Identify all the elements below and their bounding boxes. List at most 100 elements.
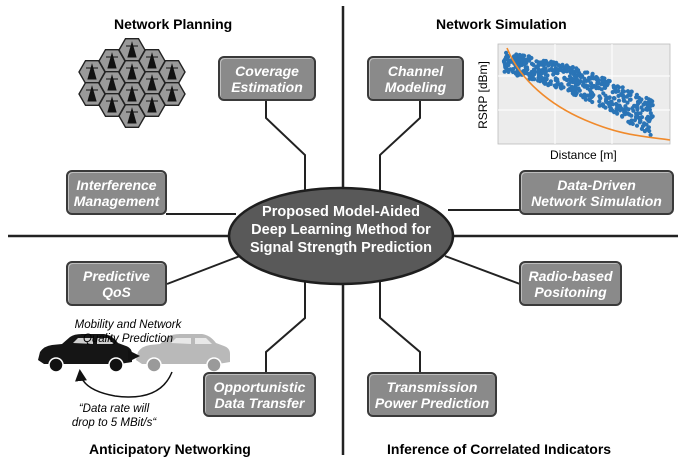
quadrant-title-anticipatory-networking: Anticipatory Networking (89, 441, 251, 457)
scatter-point (555, 71, 560, 76)
scatter-point (634, 95, 639, 100)
scatter-point (504, 50, 509, 55)
box-opportunistic-data-transfer: Opportunistic Data Transfer (203, 372, 316, 417)
scatter-point (578, 74, 583, 80)
scatter-point (594, 77, 600, 82)
scatter-point (532, 77, 537, 82)
scatter-point (617, 108, 623, 113)
fit-curve (506, 47, 671, 141)
scatter-point (518, 57, 523, 62)
quadrant-title-network-simulation: Network Simulation (436, 16, 567, 32)
antenna-tower-icon (126, 63, 138, 80)
scatter-point (542, 77, 548, 82)
scatter-point (629, 118, 634, 123)
scatter-point (644, 107, 649, 112)
box-channel-modeling: Channel Modeling (367, 56, 464, 101)
quote-note-line1: “Data rate will (78, 403, 150, 415)
antenna-tower-icon (146, 96, 158, 113)
antenna-tower-icon (86, 85, 98, 102)
quadrant-title-network-planning: Network Planning (114, 16, 233, 32)
quadrant-title-inference: Inference of Correlated Indicators (387, 441, 612, 457)
scatter-point (650, 99, 655, 104)
scatter-point (581, 82, 586, 88)
scatter-point (570, 65, 575, 70)
scatter-point (548, 60, 554, 65)
scatter-point (574, 69, 579, 74)
scatter-point (634, 123, 640, 128)
connector-coverage (265, 101, 306, 190)
grey-car-icon (136, 334, 230, 373)
scatter-point (646, 97, 652, 102)
scatter-point (634, 111, 639, 116)
scatter-point (588, 81, 594, 86)
scatter-point (543, 69, 548, 74)
scatter-point (625, 89, 631, 94)
scatter-point (542, 61, 548, 67)
scatter-point (623, 110, 628, 115)
scatter-point (643, 100, 648, 105)
box-interference-management: Interference Management (66, 170, 167, 215)
box-interference-line2: Management (73, 192, 160, 209)
scatter-point (576, 81, 582, 86)
scatter-point (648, 132, 653, 138)
scatter-point (536, 68, 541, 73)
scatter-point (588, 89, 594, 94)
box-transmission-line2: Power Prediction (374, 394, 490, 411)
scatter-point (566, 88, 571, 93)
box-transmission-power-prediction: Transmission Power Prediction (367, 372, 497, 417)
scatter-point (510, 69, 516, 75)
antenna-tower-icon (106, 96, 118, 113)
scatter-point (504, 57, 509, 62)
connector-transmission (379, 282, 421, 372)
scatter-point (620, 85, 625, 90)
scatter-point (555, 77, 560, 82)
center-line-3: Signal Strength Prediction (249, 240, 433, 256)
scatter-point (598, 96, 603, 101)
antenna-tower-icon (146, 74, 158, 91)
mobility-note-line1: Mobility and Network (74, 319, 182, 331)
scatter-point (626, 107, 631, 112)
black-car-icon (38, 334, 132, 373)
scatter-point (635, 107, 640, 112)
scatter-point (645, 127, 650, 132)
scatter-point (638, 118, 643, 123)
scatter-point (583, 70, 588, 75)
scatter-point (566, 82, 571, 87)
scatter-point (638, 111, 643, 116)
scatter-point (503, 63, 508, 68)
scatter-point (635, 99, 641, 104)
scatter-point (611, 83, 616, 88)
scatter-point (568, 79, 573, 84)
box-interference-line1: Interference (76, 176, 157, 193)
scatter-point (529, 55, 534, 61)
scatter-point (616, 85, 622, 90)
antenna-tower-icon (86, 63, 98, 80)
connectors (166, 101, 521, 372)
scatter-point (539, 60, 544, 65)
scatter-point (562, 76, 567, 81)
mobility-note-line2: Quality Prediction (82, 333, 174, 345)
antenna-tower-icon (106, 74, 118, 91)
scatter-point (573, 85, 579, 90)
box-opportunistic-line1: Opportunistic (213, 378, 306, 395)
scatter-point (574, 91, 579, 96)
antenna-tower-icon (166, 63, 178, 80)
scatter-point (522, 61, 527, 67)
scatter-point (624, 94, 630, 99)
box-coverage-line1: Coverage (235, 62, 299, 79)
connector-radio (444, 255, 521, 285)
box-data-driven-simulation: Data-Driven Network Simulation (519, 170, 674, 215)
scatter-point (625, 100, 630, 105)
scatter-point (523, 65, 528, 70)
feedback-arrow (75, 369, 173, 398)
scatter-point (567, 74, 573, 79)
scatter-point (539, 71, 544, 76)
antenna-tower-icon (126, 85, 138, 102)
scatter-point (532, 69, 537, 74)
scatter-point (649, 115, 654, 120)
scatter-point (531, 62, 536, 67)
scatter-point (522, 70, 528, 75)
scatter-point (627, 112, 632, 117)
scatter-point (561, 85, 566, 90)
